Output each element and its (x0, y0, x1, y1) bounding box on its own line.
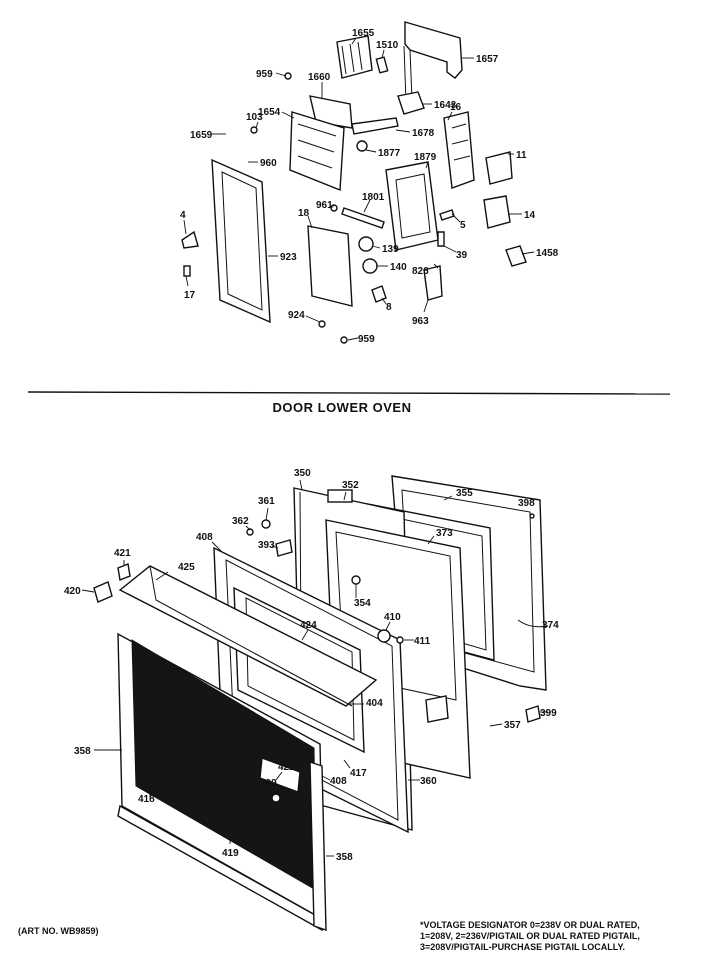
label-393: 393 (258, 540, 275, 551)
footnote-line-1: *VOLTAGE DESIGNATOR 0=238V OR DUAL RATED… (420, 920, 640, 930)
label-420: 420 (64, 586, 81, 597)
lower-parts-drawing (93, 475, 549, 932)
label-11: 11 (516, 150, 527, 161)
label-417: 417 (350, 768, 367, 779)
label-4: 4 (180, 210, 186, 221)
label-404: 404 (366, 698, 383, 709)
upper-parts-drawing (181, 21, 527, 344)
lower-part-labels: 350 352 355 398 361 362 408 373 393 421 … (64, 468, 559, 863)
art-number: (ART NO. WB9859) (18, 926, 99, 936)
label-419: 419 (222, 848, 239, 859)
label-5: 5 (460, 220, 466, 231)
label-1643: 1643 (434, 100, 457, 111)
label-1458: 1458 (536, 248, 559, 259)
label-17: 17 (184, 290, 196, 301)
label-959-lower: 959 (358, 334, 375, 345)
upper-leader-lines (183, 37, 535, 341)
label-103: 103 (246, 112, 263, 123)
lower-leader-lines (81, 479, 548, 857)
label-418: 418 (138, 794, 155, 805)
label-924: 924 (288, 310, 305, 321)
label-374: 374 (542, 620, 559, 631)
label-16: 16 (450, 102, 462, 113)
label-360: 360 (420, 776, 437, 787)
label-399-right: 399 (540, 708, 557, 719)
label-826: 826 (412, 266, 429, 277)
label-358-right: 358 (336, 852, 353, 863)
label-357: 357 (504, 720, 521, 731)
label-421: 421 (114, 548, 131, 559)
label-373: 373 (436, 528, 453, 539)
label-352: 352 (342, 480, 359, 491)
section-divider (27, 391, 671, 395)
label-39: 39 (456, 250, 468, 261)
label-1510: 1510 (376, 40, 399, 51)
label-350: 350 (294, 468, 311, 479)
label-422: 422 (278, 762, 295, 773)
label-18: 18 (298, 208, 310, 219)
label-399-handle: 399 (260, 778, 277, 789)
label-923: 923 (280, 252, 297, 263)
label-1655: 1655 (352, 28, 375, 39)
label-354: 354 (354, 598, 371, 609)
label-361: 361 (258, 496, 275, 507)
label-139: 139 (382, 244, 399, 255)
label-1660: 1660 (308, 72, 331, 83)
label-1654: 1654 (258, 107, 281, 118)
label-960: 960 (260, 158, 277, 169)
label-424: 424 (300, 620, 317, 631)
label-411: 411 (414, 636, 431, 647)
label-362: 362 (232, 516, 249, 527)
label-1659: 1659 (190, 130, 213, 141)
label-961: 961 (316, 200, 333, 211)
label-959: 959 (256, 69, 273, 80)
footnote-line-3: 3=208V/PIGTAIL-PURCHASE PIGTAIL LOCALLY. (420, 942, 625, 952)
label-1801: 1801 (362, 192, 385, 203)
label-1877: 1877 (378, 148, 401, 159)
label-8: 8 (386, 302, 392, 313)
label-140: 140 (390, 262, 407, 273)
label-1657: 1657 (476, 54, 499, 65)
label-14: 14 (524, 210, 536, 221)
label-963: 963 (412, 316, 429, 327)
label-410: 410 (384, 612, 401, 623)
label-408-lower: 408 (330, 776, 347, 787)
upper-part-labels: 1655 1510 1657 959 1660 103 1654 1643 16… (180, 28, 559, 345)
section-title: DOOR LOWER OVEN (273, 400, 412, 415)
label-408: 408 (196, 532, 213, 543)
label-1678: 1678 (412, 128, 435, 139)
label-425: 425 (178, 562, 195, 573)
label-358-left: 358 (74, 746, 91, 757)
label-398: 398 (518, 498, 535, 509)
footnote-line-2: 1=208V, 2=236V/PIGTAIL OR DUAL RATED PIG… (420, 931, 640, 941)
label-1879: 1879 (414, 152, 437, 163)
label-355: 355 (456, 488, 473, 499)
